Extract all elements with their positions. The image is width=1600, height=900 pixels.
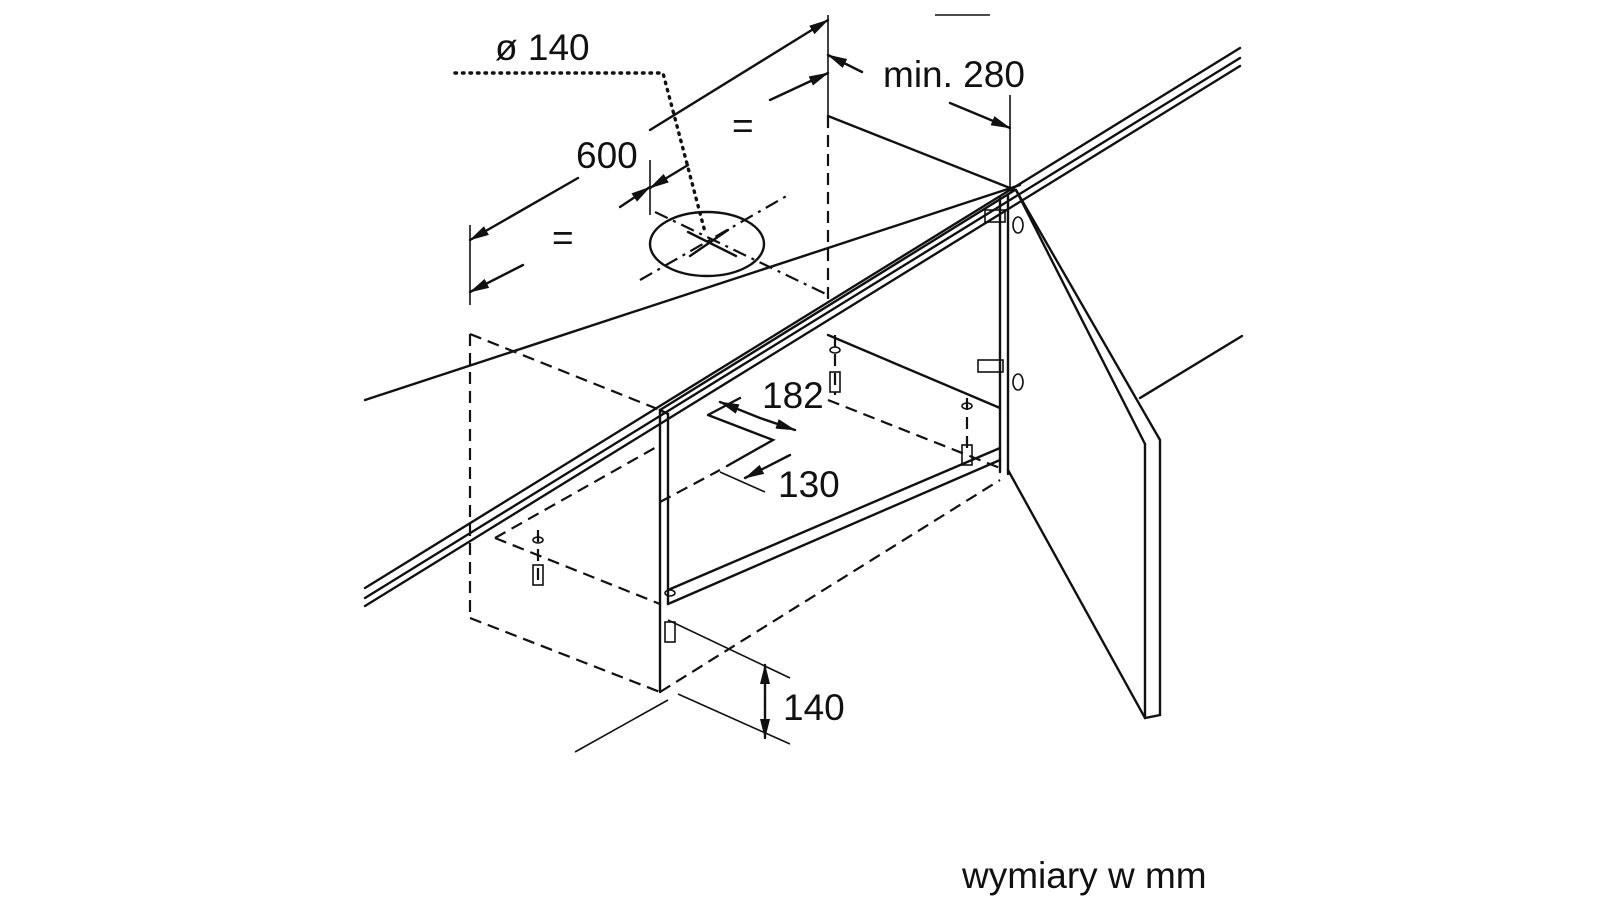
duct-opening <box>453 71 831 297</box>
wall-lines <box>363 46 1244 608</box>
equal-right-label: = <box>732 105 754 146</box>
height-dimension <box>574 619 791 753</box>
cabinet-door <box>977 188 1162 720</box>
hood-body <box>469 398 1001 694</box>
min-depth-label: min. 280 <box>883 54 1025 95</box>
duct-leader-line <box>453 71 707 234</box>
screw-icon <box>829 335 841 395</box>
mounting-screws <box>532 335 973 643</box>
cabinet-side <box>658 194 1010 694</box>
equal-left-label: = <box>552 217 574 258</box>
width-label: 600 <box>576 135 638 176</box>
cabinet-top <box>468 114 1017 618</box>
cutout-offset-label: 130 <box>778 464 840 505</box>
cutout-depth-label: 182 <box>762 375 824 416</box>
bottom-height-label: 140 <box>783 687 845 728</box>
hinge-icon <box>984 209 1024 234</box>
depth-dimension <box>826 14 1012 188</box>
screw-icon <box>961 398 973 466</box>
hinge-icon <box>977 359 1024 391</box>
cutout-dimensions <box>718 400 797 493</box>
duct-diameter-label: ø 140 <box>495 27 590 68</box>
screw-icon <box>664 589 676 643</box>
width-dimension <box>468 15 830 305</box>
screw-icon <box>532 530 544 586</box>
units-caption: wymiary w mm <box>961 855 1207 896</box>
